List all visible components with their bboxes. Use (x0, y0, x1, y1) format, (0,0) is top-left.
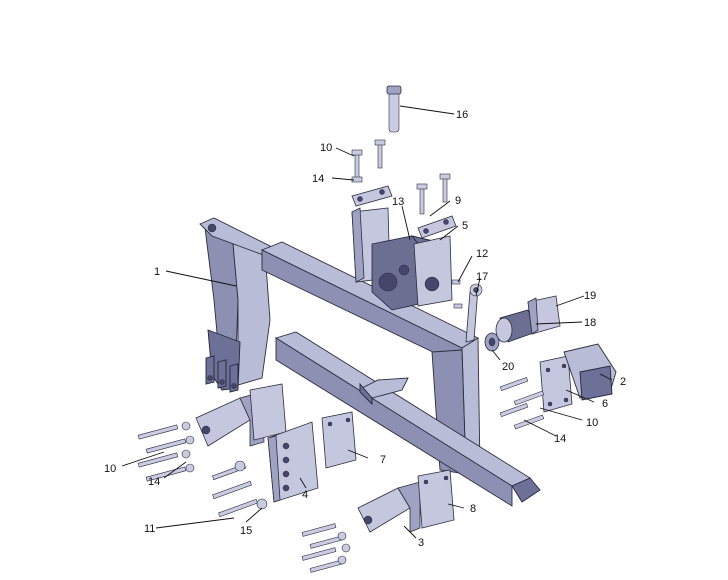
callout-5: 5 (462, 220, 468, 232)
callout-2: 2 (620, 376, 626, 388)
callout-14-top: 14 (312, 173, 324, 185)
callout-7: 7 (380, 454, 386, 466)
loose-bolts (137, 421, 351, 573)
callout-labels: 1 2 3 4 5 6 7 8 9 10 10 10 11 12 13 14 1… (104, 109, 626, 549)
callout-15: 15 (240, 525, 252, 537)
callout-10-right: 10 (586, 417, 598, 429)
callout-17: 17 (476, 271, 488, 283)
callout-4: 4 (302, 489, 308, 501)
callout-12: 12 (476, 248, 488, 260)
callout-1: 1 (154, 266, 160, 278)
callout-19: 19 (584, 290, 596, 302)
callout-10-top: 10 (320, 142, 332, 154)
callout-3: 3 (418, 537, 424, 549)
callout-11: 11 (144, 523, 155, 535)
leader-lines (121, 105, 613, 539)
callout-6: 6 (602, 398, 608, 410)
callout-10-left: 10 (104, 463, 116, 475)
callout-16: 16 (456, 109, 468, 121)
callout-8: 8 (470, 503, 476, 515)
hitch-assembly (465, 283, 617, 430)
callout-14-right: 14 (554, 433, 566, 445)
callout-20: 20 (502, 361, 514, 373)
main-frame (199, 217, 541, 507)
callout-13: 13 (392, 196, 404, 208)
callout-9: 9 (455, 195, 461, 207)
callout-18: 18 (584, 317, 596, 329)
callout-14-left: 14 (148, 476, 160, 488)
lower-brackets (195, 383, 455, 533)
gearbox-assembly (351, 85, 463, 311)
